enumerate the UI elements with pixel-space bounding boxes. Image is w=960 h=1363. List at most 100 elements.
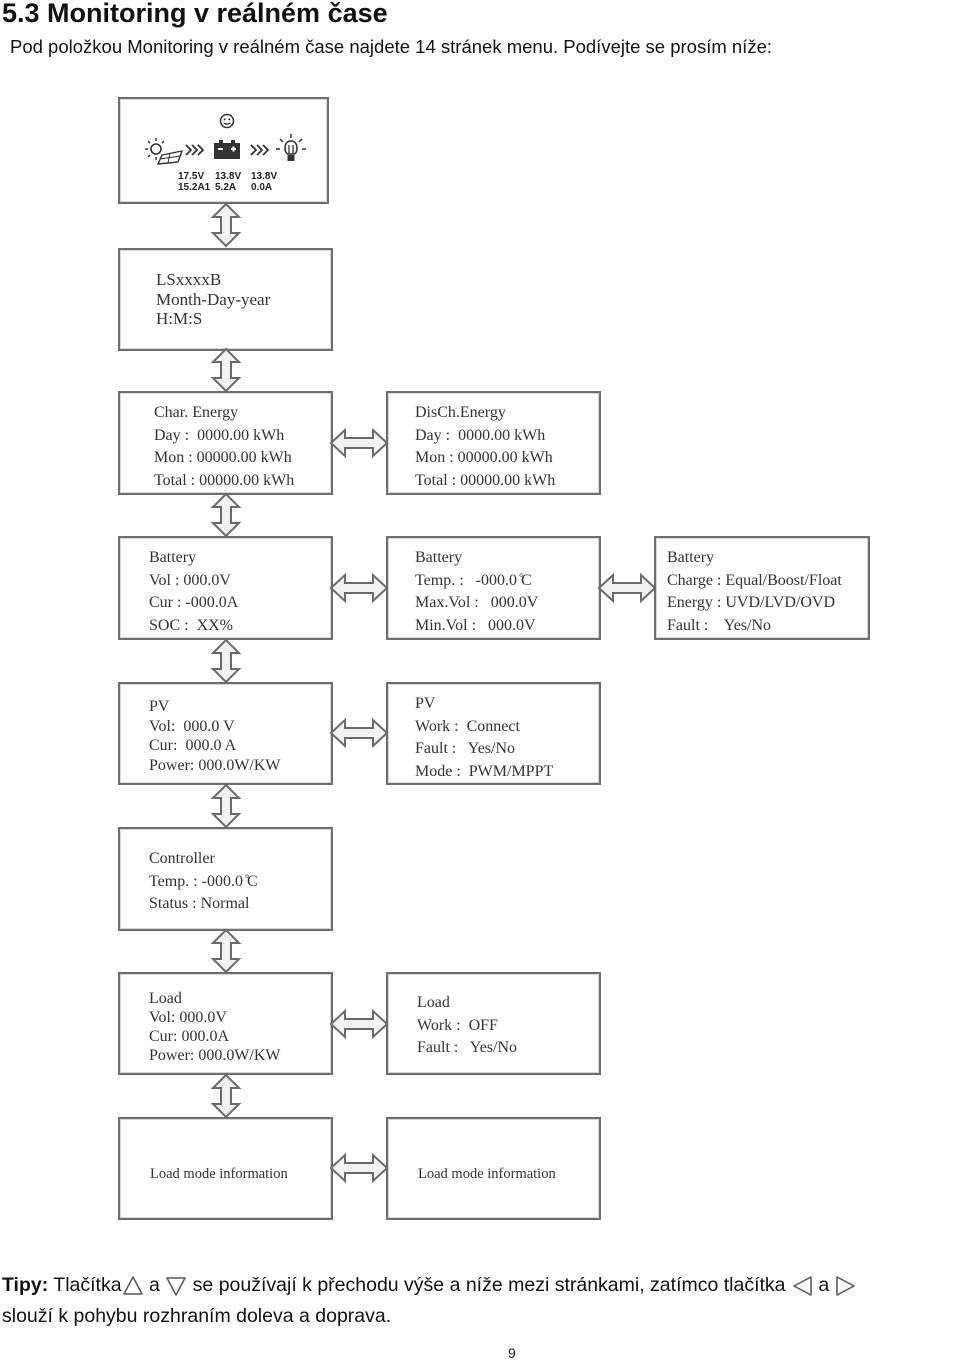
screen-line: Mon : 00000.00 kWh [154, 449, 292, 466]
screen-line: Fault : Yes/No [415, 740, 516, 757]
screen-line: PV [415, 695, 436, 712]
right-triangle-icon [835, 1276, 855, 1296]
screen-line: Fault : Yes/No [667, 616, 772, 634]
vertical-arrow [212, 203, 240, 247]
battery-icon [214, 140, 240, 159]
vertical-arrow [212, 348, 240, 392]
tips-line-2: slouží k pohybu rozhraním doleva a dopra… [2, 1305, 392, 1327]
screen-line: Charge : Equal/Boost/Float [667, 571, 842, 589]
screen-line: Energy : UVD/LVD/OVD [667, 594, 835, 611]
left-triangle-icon [793, 1276, 812, 1296]
tips-paragraph: Tipy: Tlačítka a se používají k přechodu… [2, 1270, 957, 1332]
screen-line: Total : 00000.00 kWh [154, 471, 295, 489]
vertical-arrow [212, 1074, 240, 1118]
screen-overview: 17.5V 15.2A1 13.8V 5.2A 13.8V 0.0A [118, 97, 329, 204]
screen-load-mode-2: Load mode information [386, 1117, 601, 1220]
screen-line: Day : 0000.00 kWh [154, 426, 285, 444]
screen-line: H:M:S [156, 309, 203, 328]
screen-text: Load mode information [150, 1164, 288, 1184]
screen-line: Temp. : -000.0 ̊C [415, 571, 532, 589]
screen-line: Load [417, 994, 450, 1011]
screen-line: SOC : XX% [149, 616, 234, 634]
screen-line: DisCh.Energy [415, 404, 506, 421]
screen-line: Load mode information [150, 1166, 288, 1182]
screen-line: Vol: 000.0V [149, 1009, 227, 1026]
bulb-icon [276, 134, 306, 161]
up-triangle-icon [122, 1276, 143, 1295]
horizontal-arrow [330, 429, 388, 457]
horizontal-arrow [330, 719, 388, 747]
smiley-icon [219, 113, 235, 129]
screen-line: Total : 00000.00 kWh [415, 471, 556, 489]
tips-text: a [143, 1274, 166, 1296]
horizontal-arrow [598, 574, 656, 602]
section-title: 5.3 Monitoring v reálném čase [2, 0, 388, 28]
screen-text: Load mode information [418, 1164, 556, 1184]
tips-label: Tipy: [2, 1274, 49, 1296]
tips-text: Tlačítka [48, 1274, 122, 1296]
screen-line: Fault : Yes/No [417, 1039, 518, 1056]
screen-line: Vol : 000.0V [149, 571, 231, 589]
screen-line: Cur : -000.0A [149, 594, 239, 611]
screen-line: Power: 000.0W/KW [149, 1047, 281, 1064]
screen-line: Work : OFF [417, 1016, 498, 1034]
page-number: 9 [508, 1345, 516, 1361]
screen-pv-basic: PV Vol: 000.0 V Cur: 000.0 A Power: 000.0W/… [118, 682, 333, 785]
tips-text: a [812, 1274, 835, 1296]
screen-line: Day : 0000.00 kWh [415, 426, 546, 444]
screen-line: Work : Connect [415, 717, 520, 735]
battery-current: 5.2A [215, 182, 237, 193]
tips-text: se používají k přechodu výše a níže mezi… [187, 1274, 791, 1296]
load-voltage: 13.8V [251, 171, 278, 182]
screen-line: Max.Vol : 000.0V [415, 594, 539, 611]
horizontal-arrow [330, 574, 388, 602]
screen-line: LSxxxxB [156, 270, 222, 289]
chevron-arrows-icon [250, 144, 270, 156]
screen-line: Temp. : -000.0 ̊C [149, 872, 258, 890]
battery-voltage: 13.8V [215, 171, 242, 182]
screen-line: Load mode information [418, 1166, 556, 1182]
screen-line: Mon : 00000.00 kWh [415, 449, 553, 466]
horizontal-arrow [330, 1010, 388, 1038]
pv-voltage: 17.5V [178, 171, 205, 182]
tips-line-1: Tipy: Tlačítka a se používají k přechodu… [2, 1270, 957, 1301]
down-triangle-icon [166, 1277, 187, 1296]
screen-line: Battery [149, 549, 197, 566]
vertical-arrow [212, 929, 240, 973]
screen-line: Battery [667, 549, 715, 566]
screen-line: Load [149, 990, 182, 1007]
vertical-arrow [212, 784, 240, 828]
screen-line: Vol: 000.0 V [149, 717, 235, 735]
screen-line: Cur: 000.0A [149, 1028, 229, 1045]
pv-panel-icon [145, 138, 184, 165]
screen-line: PV [149, 698, 170, 715]
horizontal-arrow [330, 1154, 388, 1182]
screen-line: Cur: 000.0 A [149, 737, 237, 755]
screen-line: Min.Vol : 000.0V [415, 616, 536, 634]
screen-line: Char. Energy [154, 404, 239, 421]
vertical-arrow [212, 493, 240, 537]
screen-text: PV Vol: 000.0 V Cur: 000.0 A Power: 000.0W/… [149, 697, 281, 776]
screen-load-mode-1: Load mode information [118, 1117, 333, 1220]
screen-line: Controller [149, 850, 215, 867]
screen-line: Power: 000.0W/KW [149, 757, 281, 775]
screen-line: Mode : PWM/MPPT [415, 762, 554, 780]
screen-line: Status : Normal [149, 895, 250, 912]
